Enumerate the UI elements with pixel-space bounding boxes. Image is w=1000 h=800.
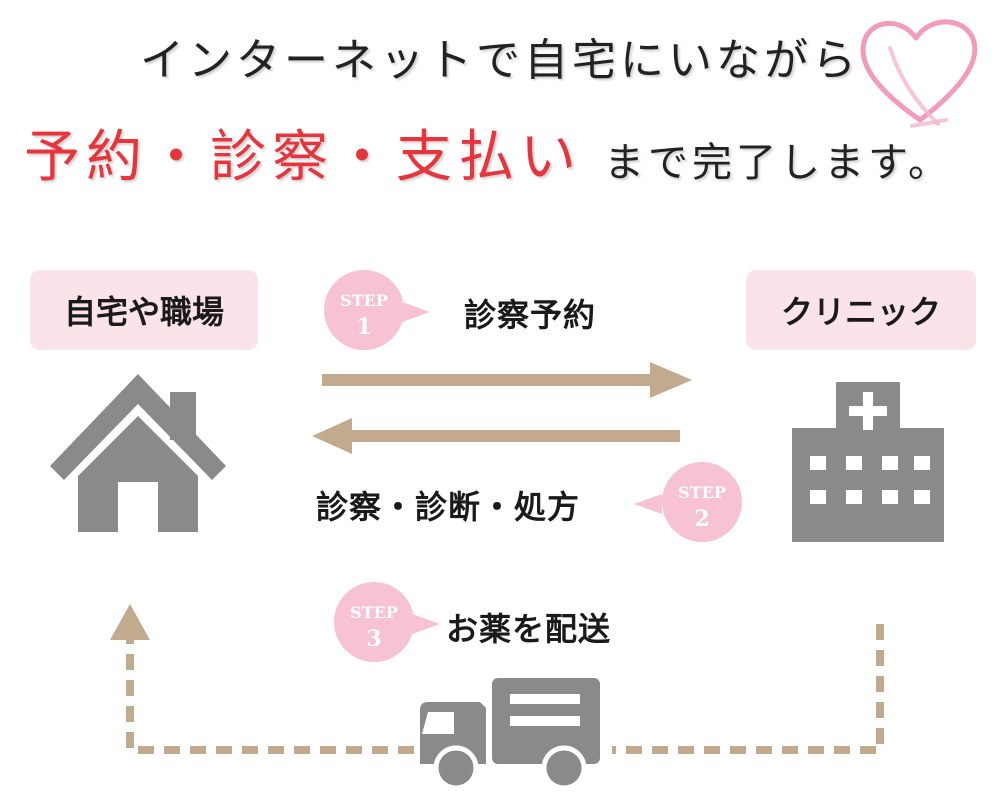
dashed-delivery-route bbox=[126, 624, 884, 754]
step1-word: STEP bbox=[340, 291, 388, 310]
home-label: 自宅や職場 bbox=[30, 270, 258, 350]
step3-number: 3 bbox=[366, 626, 381, 652]
headline-rest: まで完了します。 bbox=[604, 140, 952, 186]
step1-label: 診察予約 bbox=[464, 296, 597, 334]
arrow-left-step2 bbox=[312, 418, 680, 454]
heart-icon bbox=[860, 19, 978, 128]
step3-word: STEP bbox=[350, 603, 398, 622]
step3-badge: STEP 3 bbox=[334, 582, 440, 662]
hospital-icon bbox=[792, 382, 944, 542]
step3-label: お薬を配送 bbox=[446, 610, 612, 648]
headline-accent: 予約・診察・支払い bbox=[24, 125, 582, 190]
headline-line1: インターネットで自宅にいながら bbox=[140, 35, 860, 86]
step1-badge: STEP 1 bbox=[324, 270, 430, 350]
step2-word: STEP bbox=[678, 483, 726, 502]
step2-badge: STEP 2 bbox=[634, 462, 742, 542]
arrow-up-head bbox=[110, 604, 150, 640]
clinic-label: クリニック bbox=[746, 270, 976, 350]
step2-number: 2 bbox=[694, 506, 709, 532]
house-icon bbox=[50, 374, 226, 532]
headline-line2: 予約・診察・支払いまで完了します。 bbox=[24, 112, 984, 193]
arrow-right-step1 bbox=[322, 362, 692, 398]
delivery-truck-icon bbox=[420, 678, 600, 790]
step2-label: 診察・診断・処方 bbox=[316, 488, 581, 526]
step1-number: 1 bbox=[356, 314, 371, 340]
